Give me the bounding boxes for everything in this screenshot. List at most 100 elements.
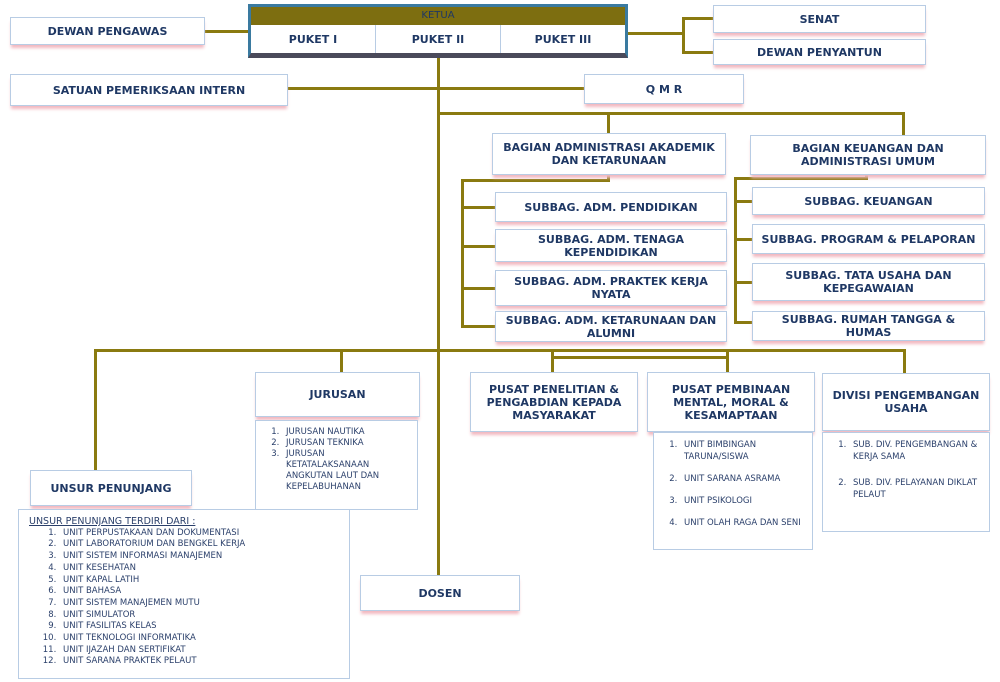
dewan-pengawas-box: DEWAN PENGAWAS — [10, 17, 205, 45]
dosen-box: DOSEN — [360, 575, 520, 611]
list-item: UNIT SIMULATOR — [59, 610, 339, 622]
list-item: UNIT SARANA PRAKTEK PELAUT — [59, 656, 339, 668]
connector — [461, 179, 464, 328]
list-item: UNIT KAPAL LATIH — [59, 575, 339, 587]
list-item: UNIT PERPUSTAKAAN DAN DOKUMENTASI — [59, 528, 339, 540]
subbag-box: SUBBAG. RUMAH TANGGA & HUMAS — [752, 311, 985, 341]
subbag-box: SUBBAG. TATA USAHA DAN KEPEGAWAIAN — [752, 263, 985, 301]
list-item: UNIT TEKNOLOGI INFORMATIKA — [59, 633, 339, 645]
connector — [734, 177, 737, 324]
connector — [461, 179, 610, 182]
connector — [734, 200, 752, 203]
list-item: UNIT PSIKOLOGI — [680, 495, 804, 507]
connector — [734, 238, 752, 241]
connector — [734, 177, 868, 180]
label: SUBBAG. KEUANGAN — [804, 194, 933, 208]
subbag-box: SUBBAG. ADM. PRAKTEK KERJA NYATA — [495, 270, 727, 306]
connector — [94, 349, 906, 352]
label: SUBBAG. ADM. KETARUNAAN DAN ALUMNI — [505, 313, 717, 340]
connector — [607, 112, 610, 133]
label: Q M R — [645, 82, 683, 96]
label: SUBBAG. RUMAH TANGGA & HUMAS — [781, 313, 956, 339]
connector — [682, 17, 685, 54]
connector — [551, 356, 729, 359]
connector — [437, 112, 905, 115]
label: SATUAN PEMERIKSAAN INTERN — [52, 83, 246, 97]
bagian-akademik-box: BAGIAN ADMINISTRASI AKADEMIK DAN KETARUN… — [492, 133, 726, 175]
bagian-keuangan-box: BAGIAN KEUANGAN DAN ADMINISTRASI UMUM — [750, 135, 986, 175]
puket-3: PUKET III — [534, 32, 592, 46]
pusat-penelitian-box: PUSAT PENELITIAN & PENGABDIAN KEPADA MAS… — [470, 372, 638, 432]
connector — [205, 30, 249, 33]
connector — [551, 349, 554, 372]
list-item: UNIT OLAH RAGA DAN SENI — [680, 517, 804, 529]
connector — [94, 349, 97, 470]
label: DOSEN — [418, 586, 462, 600]
puket-1: PUKET I — [251, 25, 376, 53]
list-item: JURUSAN KETATALAKSANAAN ANGKUTAN LAUT DA… — [282, 449, 409, 493]
list-item: JURUSAN TEKNIKA — [282, 438, 409, 449]
list-item: UNIT BIMBINGAN TARUNA/SISWA — [680, 439, 804, 463]
connector — [461, 287, 495, 290]
subbag-box: SUBBAG. ADM. PENDIDIKAN — [495, 192, 727, 222]
connector — [288, 87, 584, 90]
divisi-box: DIVISI PENGEMBANGAN USAHA — [822, 373, 990, 431]
label: SUBBAG. PROGRAM & PELAPORAN — [761, 232, 976, 246]
connector — [726, 349, 729, 372]
list-item: UNIT IJAZAH DAN SERTIFIKAT — [59, 645, 339, 657]
list-item: SUB. DIV. PENGEMBANGAN & KERJA SAMA — [849, 439, 981, 463]
connector — [734, 281, 752, 284]
subbag-box: SUBBAG. PROGRAM & PELAPORAN — [752, 224, 985, 254]
label: DIVISI PENGEMBANGAN USAHA — [832, 389, 980, 415]
qmr-box: Q M R — [584, 74, 744, 104]
jurusan-box: JURUSAN — [255, 372, 420, 417]
unsur-penunjang-list: UNSUR PENUNJANG TERDIRI DARI : UNIT PERP… — [18, 509, 350, 679]
list-heading: UNSUR PENUNJANG TERDIRI DARI : — [29, 516, 196, 527]
connector — [902, 112, 905, 135]
label: SUBBAG. ADM. PRAKTEK KERJA NYATA — [514, 275, 708, 301]
senat-box: SENAT — [713, 5, 926, 33]
jurusan-list: JURUSAN NAUTIKA JURUSAN TEKNIKA JURUSAN … — [255, 420, 418, 510]
label: PUSAT PEMBINAAN MENTAL, MORAL & KESAMAPT… — [671, 382, 791, 422]
puket-2: PUKET II — [376, 25, 501, 53]
connector — [461, 206, 495, 209]
label: SUBBAG. TATA USAHA DAN KEPEGAWAIAN — [785, 269, 952, 295]
list-item: UNIT KESEHATAN — [59, 563, 339, 575]
label: SENAT — [799, 12, 840, 26]
divisi-list: SUB. DIV. PENGEMBANGAN & KERJA SAMA SUB.… — [822, 432, 990, 532]
label: PUSAT PENELITIAN & PENGABDIAN KEPADA MAS… — [486, 382, 622, 422]
label: DEWAN PENYANTUN — [757, 45, 882, 59]
list-item: UNIT SISTEM MANAJEMEN MUTU — [59, 598, 339, 610]
connector — [461, 245, 495, 248]
connector — [437, 58, 440, 575]
ketua-title: KETUA — [251, 7, 625, 25]
label: JURUSAN — [309, 388, 366, 401]
connector — [682, 51, 713, 54]
label: DEWAN PENGAWAS — [47, 24, 168, 38]
pusat-pembinaan-box: PUSAT PEMBINAAN MENTAL, MORAL & KESAMAPT… — [647, 372, 815, 432]
list-item: UNIT SISTEM INFORMASI MANAJEMEN — [59, 551, 339, 563]
connector — [734, 321, 752, 324]
subbag-box: SUBBAG. ADM. KETARUNAAN DAN ALUMNI — [495, 311, 727, 342]
list-item: JURUSAN NAUTIKA — [282, 427, 409, 438]
label: SUBBAG. ADM. PENDIDIKAN — [524, 200, 698, 214]
subbag-box: SUBBAG. KEUANGAN — [752, 187, 985, 215]
label: UNSUR PENUNJANG — [50, 481, 172, 495]
dewan-penyantun-box: DEWAN PENYANTUN — [713, 39, 926, 65]
connector — [340, 349, 343, 372]
label: BAGIAN ADMINISTRASI AKADEMIK DAN KETARUN… — [503, 141, 715, 167]
unsur-penunjang-box: UNSUR PENUNJANG — [30, 470, 192, 506]
label: BAGIAN KEUANGAN DAN ADMINISTRASI UMUM — [792, 142, 944, 168]
list-item: UNIT LABORATORIUM DAN BENGKEL KERJA — [59, 539, 339, 551]
pusat-pembinaan-list: UNIT BIMBINGAN TARUNA/SISWA UNIT SARANA … — [653, 432, 813, 550]
connector — [607, 175, 610, 181]
label: SUBBAG. ADM. TENAGA KEPENDIDIKAN — [537, 232, 685, 259]
list-item: UNIT BAHASA — [59, 586, 339, 598]
connector — [628, 32, 684, 35]
ketua-box: KETUA PUKET I PUKET II PUKET III — [248, 4, 628, 58]
connector — [682, 17, 713, 20]
connector — [461, 325, 495, 328]
connector — [903, 349, 906, 373]
spi-box: SATUAN PEMERIKSAAN INTERN — [10, 74, 288, 106]
list-item: SUB. DIV. PELAYANAN DIKLAT PELAUT — [849, 477, 981, 501]
